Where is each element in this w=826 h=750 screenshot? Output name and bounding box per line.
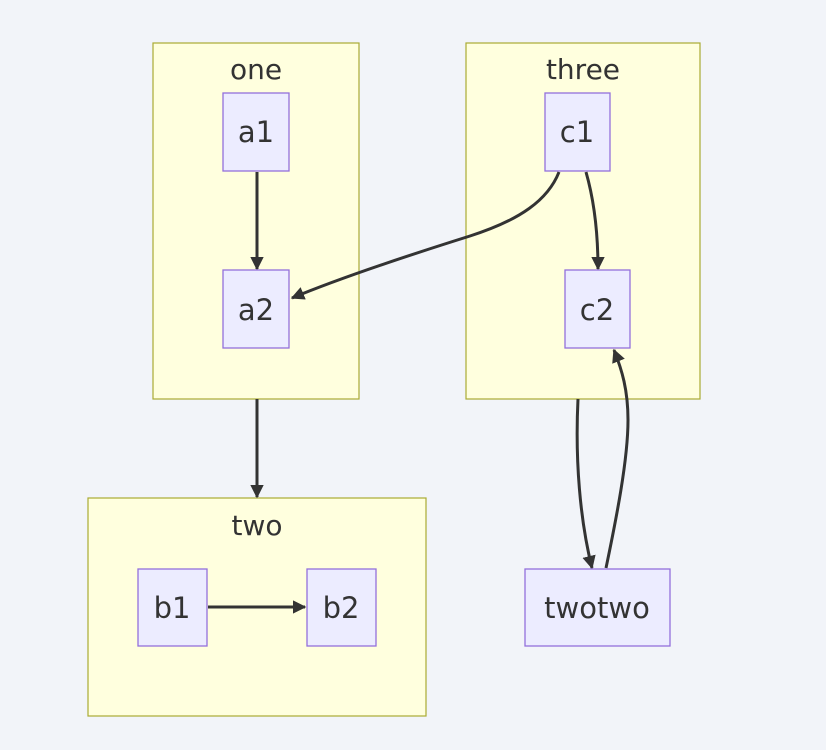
node-b2[interactable]: b2 [306, 568, 377, 647]
node-twotwo-label: twotwo [544, 591, 650, 625]
edge-three-twotwo [575, 398, 596, 570]
node-c2-box[interactable] [564, 269, 631, 349]
node-twotwo-box[interactable] [524, 568, 671, 647]
node-b2-label: b2 [323, 591, 360, 625]
node-c1-label: c1 [560, 115, 594, 149]
node-a2-label: a2 [238, 293, 274, 327]
node-a2[interactable]: a2 [222, 269, 290, 349]
node-b1[interactable]: b1 [137, 568, 208, 647]
node-a1-label: a1 [238, 115, 274, 149]
node-a2-box[interactable] [222, 269, 290, 349]
edge-c1-a2 [290, 171, 561, 300]
node-a1[interactable]: a1 [222, 92, 290, 172]
node-b2-box[interactable] [306, 568, 377, 647]
node-twotwo[interactable]: twotwo [524, 568, 671, 647]
node-c2-label: c2 [580, 293, 614, 327]
cluster-three-label: three [546, 53, 620, 86]
cluster-one-label: one [230, 53, 282, 86]
node-a1-box[interactable] [222, 92, 290, 172]
edge-twotwo-c2 [604, 348, 630, 569]
node-b1-label: b1 [154, 591, 191, 625]
node-c1[interactable]: c1 [544, 92, 611, 172]
edge-c1-c2 [584, 171, 605, 271]
node-b1-box[interactable] [137, 568, 208, 647]
cluster-two-label: two [231, 509, 282, 542]
node-c2[interactable]: c2 [564, 269, 631, 349]
node-c1-box[interactable] [544, 92, 611, 172]
